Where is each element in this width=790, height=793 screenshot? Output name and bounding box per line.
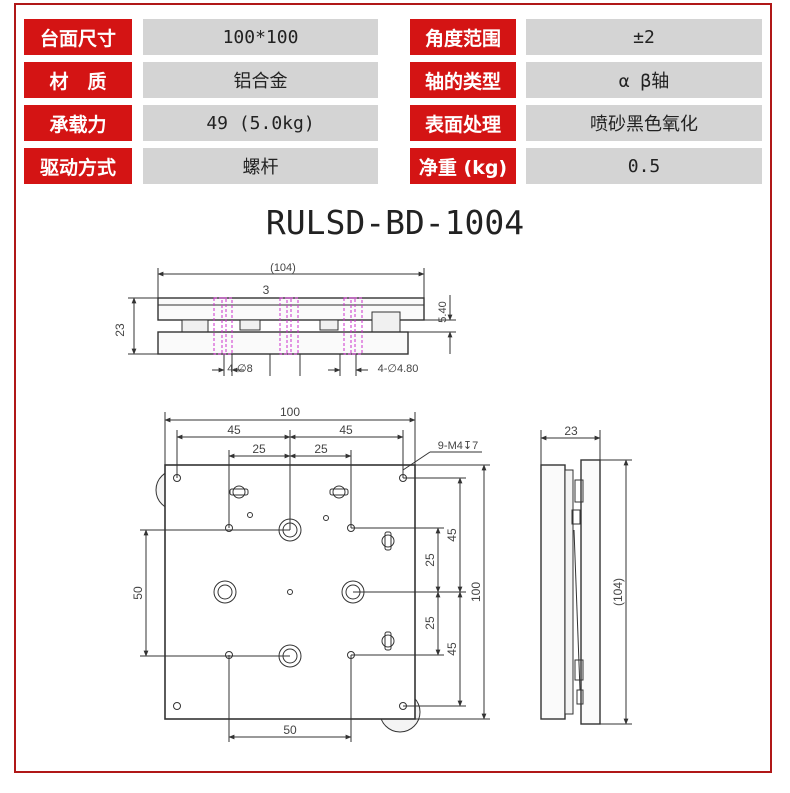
top-r45-bottom-label: 45 (445, 642, 459, 656)
spec-value-surface: 喷砂黑色氧化 (526, 105, 762, 141)
spec-label-axis-type: 轴的类型 (410, 62, 516, 98)
side-view-labels: 23 (104) (564, 424, 625, 606)
top-r25-bottom-label: 25 (423, 616, 437, 630)
top-r45-top-label: 45 (445, 528, 459, 542)
outer-frame (14, 3, 772, 773)
top-view (140, 412, 490, 742)
top-45-left-label: 45 (227, 423, 241, 437)
spec-value-load: 49 (5.0kg) (143, 105, 378, 141)
spec-label-weight: 净重 (kg) (410, 148, 516, 184)
side-height-label: (104) (611, 578, 625, 606)
front-height-label: 23 (113, 323, 127, 337)
top-height-label: 100 (469, 582, 483, 602)
spec-value-angle-range: ±2 (526, 19, 762, 55)
front-top-note: 3 (263, 283, 270, 297)
top-view-labels: 100 45 45 25 25 9-M4↧7 50 50 100 45 45 2… (131, 405, 483, 737)
top-25-left-label: 25 (252, 442, 266, 456)
side-view (540, 430, 632, 725)
front-hole-a-label: 4-∅8 (227, 363, 252, 375)
spec-value-drive: 螺杆 (143, 148, 378, 184)
spec-label-table-size: 台面尺寸 (24, 19, 132, 55)
front-hole-b-label: 4-∅4.80 (378, 363, 419, 375)
top-width-label: 100 (280, 405, 300, 419)
spec-value-table-size: 100*100 (143, 19, 378, 55)
front-view (128, 268, 456, 376)
spec-label-load: 承载力 (24, 105, 132, 141)
top-bottom-50-label: 50 (283, 723, 297, 737)
front-width-label: (104) (270, 262, 296, 274)
front-view-labels: (104) 3 23 5.40 4-∅8 4-∅4.80 (113, 262, 449, 375)
side-width-label: 23 (564, 424, 578, 438)
top-45-right-label: 45 (339, 423, 353, 437)
front-offset-label: 5.40 (437, 301, 449, 322)
spec-value-axis-type: α β轴 (526, 62, 762, 98)
top-left-50-label: 50 (131, 586, 145, 600)
spec-label-drive: 驱动方式 (24, 148, 132, 184)
spec-label-surface: 表面处理 (410, 105, 516, 141)
spec-label-angle-range: 角度范围 (410, 19, 516, 55)
spec-label-material: 材 质 (24, 62, 132, 98)
top-thread-label: 9-M4↧7 (438, 440, 478, 452)
front-hidden-holes (213, 297, 363, 355)
spec-value-material: 铝合金 (143, 62, 378, 98)
spec-value-weight: 0.5 (526, 148, 762, 184)
top-r25-top-label: 25 (423, 553, 437, 567)
model-title: RULSD-BD-1004 (265, 203, 525, 242)
top-25-right-label: 25 (314, 442, 328, 456)
